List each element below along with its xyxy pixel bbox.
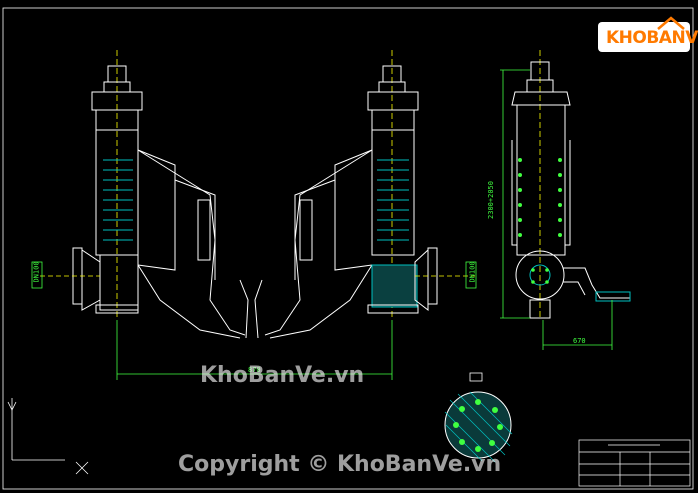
left-flange-label: DN100 (32, 261, 41, 283)
right-pipe-flange (415, 261, 477, 289)
left-column-assembly (72, 50, 249, 339)
drawing-border (2, 7, 694, 490)
side-bolt-pins (518, 158, 562, 284)
bottom-span-dimension (116, 320, 393, 380)
right-column-assembly (254, 50, 438, 339)
ucs-icon (7, 398, 89, 475)
khobanve-logo: KHOBANVE (598, 16, 698, 52)
height-span-label: 2300+2050 (486, 181, 495, 219)
logo-text: KHOBANVE (606, 28, 698, 48)
watermark-site: KhoBanVe.vn (200, 363, 365, 388)
left-pipe-flange (31, 261, 100, 289)
section-detail (444, 372, 513, 463)
side-base-label: 670 (573, 337, 586, 345)
house-roof-icon (657, 16, 685, 30)
title-block (578, 439, 691, 487)
left-bolt-row (103, 159, 133, 241)
right-bolt-row (377, 159, 409, 241)
right-flange-label: DN100 (468, 261, 477, 283)
side-dimensions (500, 69, 613, 350)
watermark-copyright: Copyright © KhoBanVe.vn (178, 452, 502, 477)
bottom-span-label: 870 (248, 366, 261, 374)
side-view-assembly (511, 50, 631, 320)
